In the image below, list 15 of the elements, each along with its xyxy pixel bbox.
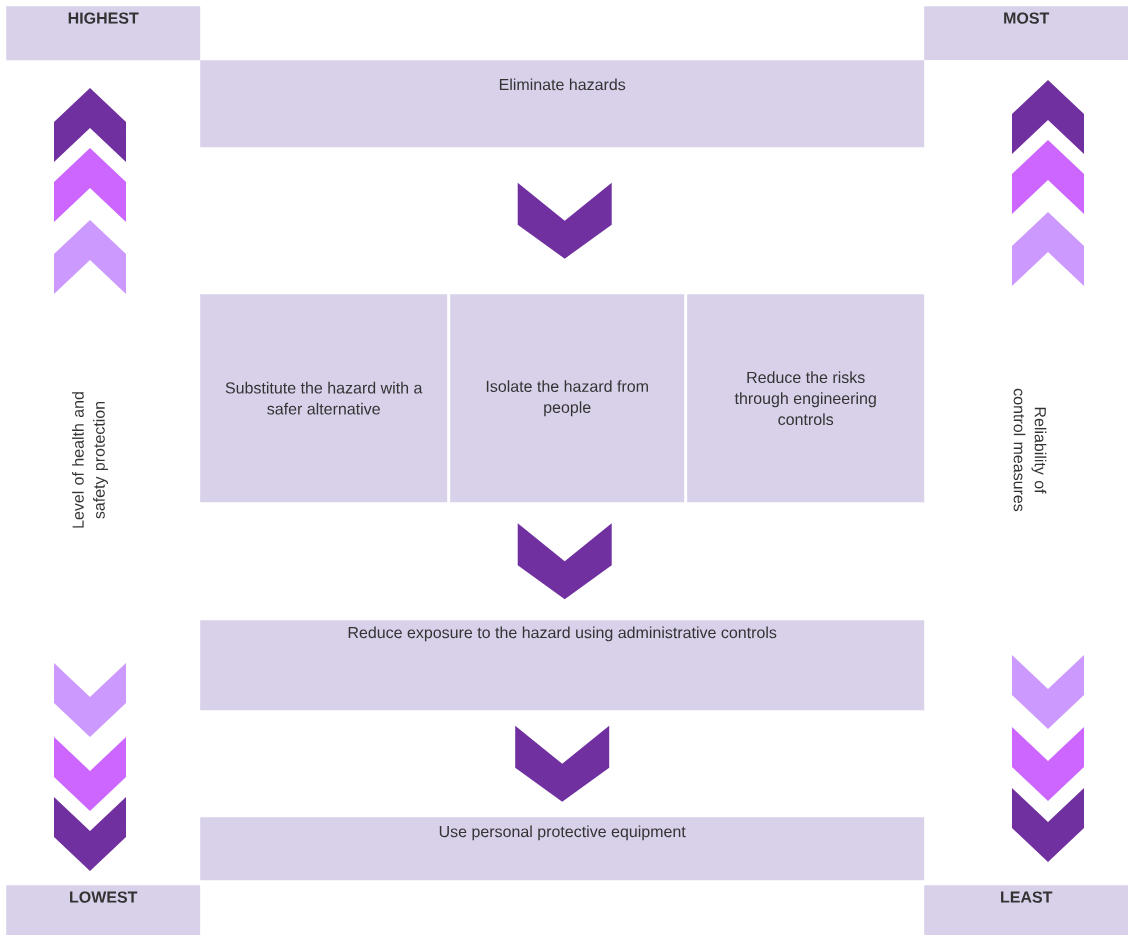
chevron-arrow bbox=[517, 182, 612, 259]
chevron-arrow bbox=[517, 523, 612, 600]
hazard-control-box: Use personal protective equipment bbox=[200, 817, 925, 881]
level-label-box: LOWEST bbox=[6, 885, 201, 935]
axis-label: Level of health and safety protection bbox=[72, 392, 108, 528]
chevron-arrow bbox=[515, 725, 610, 802]
hazard-control-box: Reduce the risks through engineering controls bbox=[687, 294, 925, 503]
level-label-box: HIGHEST bbox=[6, 6, 201, 61]
hazard-control-box: Substitute the hazard with a safer alternative bbox=[200, 294, 448, 503]
level-label-box: MOST bbox=[924, 6, 1128, 61]
hazard-control-box: Eliminate hazards bbox=[200, 60, 925, 148]
axis-label: Reliability of control measures bbox=[1013, 388, 1047, 512]
hazard-control-box: Isolate the hazard from people bbox=[450, 294, 685, 503]
hazard-control-box: Reduce exposure to the hazard using administrative controls bbox=[200, 620, 925, 711]
level-label-box: LEAST bbox=[924, 885, 1128, 935]
